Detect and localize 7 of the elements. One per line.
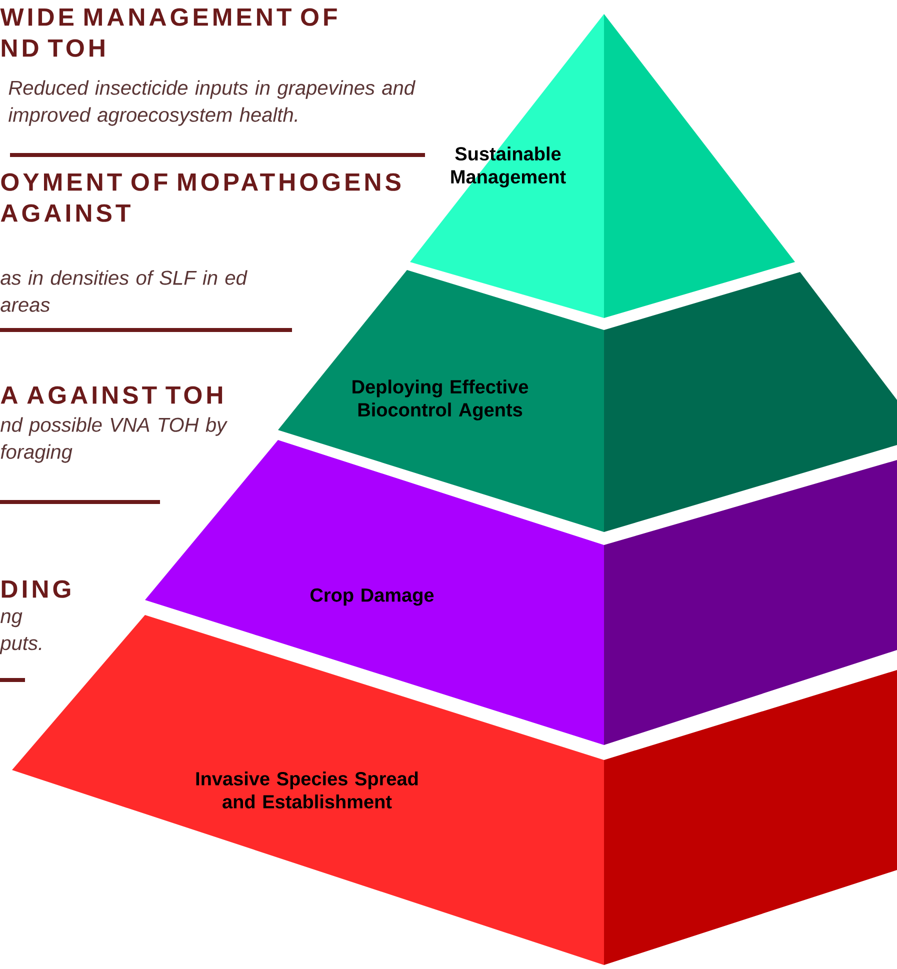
description-text: as in densities of SLF in ed areas — [0, 270, 248, 312]
heading: DING — [2, 580, 70, 598]
heading: A AGAINST TOH — [0, 386, 222, 404]
heading: OYMENT OF MOPATHOGENS AGAINST — [0, 173, 400, 222]
pyramid-layer: Crop Damage — [145, 440, 897, 745]
pyramid-layer: Deploying Effective Biocontrol Agents — [278, 270, 897, 532]
heading: WIDE MANAGEMENT OF ND TOH — [0, 8, 337, 57]
